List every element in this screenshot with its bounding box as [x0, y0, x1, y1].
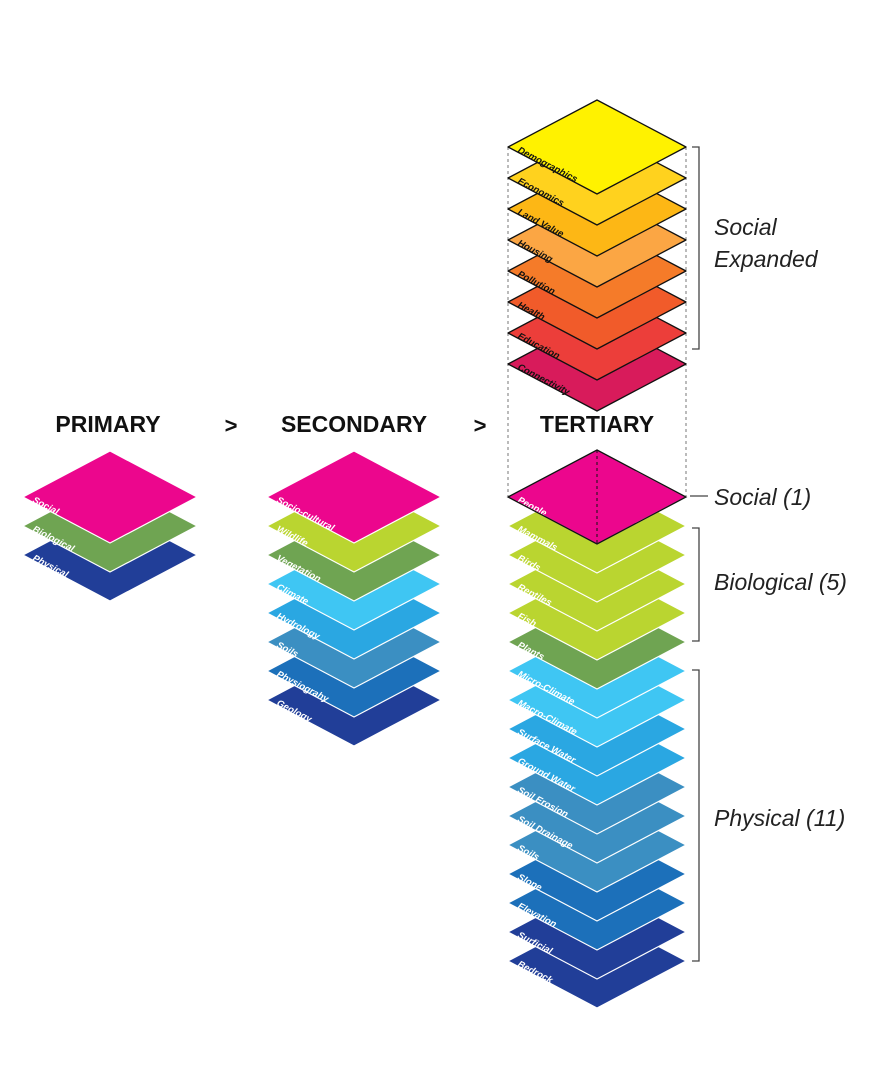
layer-plane: [507, 99, 687, 195]
heading-secondary: SECONDARY: [281, 411, 427, 437]
bracket-social-expanded: [692, 146, 700, 350]
layer-plane: [266, 450, 442, 544]
social-expanded-stack: ConnectivityEducationHealthPollutionHous…: [507, 99, 687, 412]
primary_layers-layer: Social: [22, 450, 198, 544]
bracket-biological: [692, 527, 700, 642]
arrow-secondary-tertiary: >: [474, 413, 487, 438]
layer-plane: [22, 450, 198, 544]
people-layer-outline: [506, 449, 688, 545]
heading-primary: PRIMARY: [55, 411, 160, 437]
arrow-primary-secondary: >: [225, 413, 238, 438]
label-biological: Biological (5): [714, 569, 847, 595]
label-social: Social (1): [714, 484, 811, 510]
secondary-stack: GeologyPhysiograhySoilsHydrologyClimateV…: [266, 450, 442, 747]
heading-tertiary: TERTIARY: [540, 411, 654, 437]
tertiary-stack: BedrockSurficialElevationSlopeSoilsSoil …: [506, 449, 688, 1009]
label-physical: Physical (11): [714, 805, 845, 831]
label-social-expanded-line2: Expanded: [714, 246, 819, 272]
label-social-expanded-line1: Social: [714, 214, 778, 240]
bracket-physical: [692, 669, 700, 962]
